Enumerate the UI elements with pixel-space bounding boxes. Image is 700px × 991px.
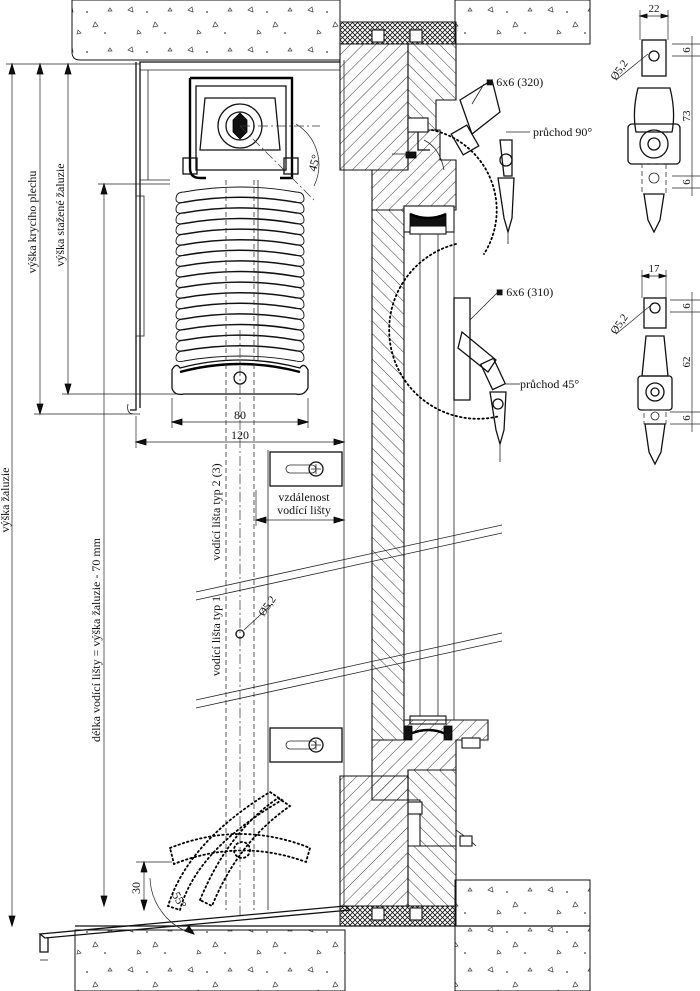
detail-top-hole: Ø5,2 (608, 58, 630, 83)
swing-arcs (388, 129, 501, 420)
rail-hole (235, 629, 245, 639)
label-delka-vodici-listy: délka vodící lišty = výška žaluzie - 70 … (89, 537, 103, 742)
label-vyska-zaluzie: výška žaluzie (0, 468, 12, 533)
dim-angle-45: 45° (305, 153, 323, 173)
detail-bottom-62: 62 (681, 357, 693, 368)
slat (175, 281, 305, 299)
crank-45 (453, 297, 507, 462)
head-rail (182, 76, 299, 180)
dim-80: 80 (234, 408, 246, 422)
slat (175, 313, 305, 331)
label-profile-310: ■ 6x6 (310) (496, 285, 553, 299)
detail-top-6a: 6 (681, 47, 693, 53)
detail-bottom-6a: 6 (681, 303, 693, 309)
slat (175, 271, 305, 288)
detail-top-73: 73 (681, 110, 693, 122)
guide-rail-centerline (225, 60, 345, 915)
tilted-slats (166, 790, 312, 912)
break-lines (195, 524, 503, 709)
detail-bottom-bracket (615, 270, 700, 466)
stacked-slats (175, 186, 305, 363)
detail-top-width: 22 (649, 3, 660, 15)
slat (175, 260, 305, 278)
label-profile-320: ■ 6x6 (320) (486, 75, 543, 89)
label-pruchod-45: průchod 45° (520, 377, 579, 391)
leader-lines (469, 83, 530, 385)
window-glass (371, 205, 455, 741)
crank-90 (450, 78, 515, 244)
slat (175, 197, 305, 214)
concrete-sill (38, 879, 591, 991)
slat (175, 218, 305, 235)
dimension-lines (6, 62, 346, 935)
detail-top-6b: 6 (681, 179, 693, 185)
rail-bracket-top (269, 451, 343, 487)
detail-bottom-6b: 6 (681, 415, 693, 421)
label-pruchod-90: průchod 90° (533, 125, 592, 139)
cover-sheet (127, 61, 340, 415)
slat (175, 207, 305, 225)
window-frame-bottom (339, 719, 489, 927)
label-vodici-listy: vodící lišty (277, 503, 331, 517)
slat (175, 250, 305, 267)
slat (175, 186, 305, 204)
dim-30: 30 (129, 882, 143, 894)
label-vyska-stazene-zaluzie: výška stažené žaluzie (53, 163, 67, 266)
slat (175, 292, 305, 310)
concrete-lintel (71, 0, 591, 61)
label-vodici-lista-typ-2: vodící lišta typ 2 (3) (209, 463, 223, 560)
rail-bracket-bottom (269, 727, 343, 763)
label-vodici-lista-typ-1: vodící lišta typ 1 (209, 596, 223, 676)
detail-bottom-width: 17 (649, 263, 661, 275)
label-vzdalenost: vzdálenost (278, 490, 330, 504)
slat (175, 239, 305, 257)
label-vyska-kryciho-plechu: výška krycího plechu (25, 171, 39, 274)
dim-120: 120 (231, 428, 249, 442)
window-frame-top (339, 21, 457, 211)
detail-top-bracket (615, 10, 700, 234)
dim-hole-main: Ø5,2 (256, 594, 278, 619)
slat (175, 228, 305, 246)
slat (175, 303, 305, 320)
